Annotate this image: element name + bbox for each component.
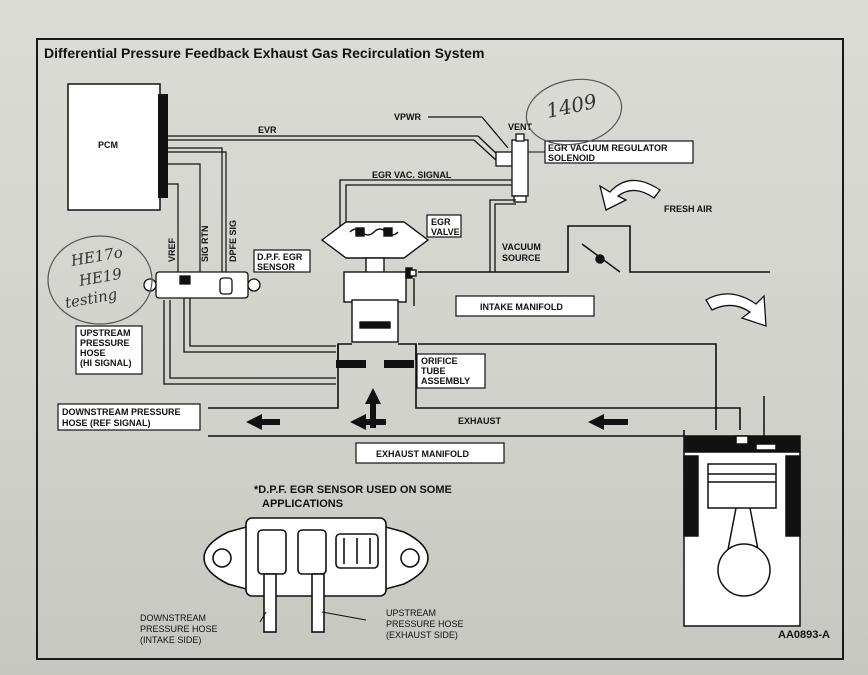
vacuum-source-hose <box>489 199 516 272</box>
exhaust-flow-arrows <box>246 388 628 430</box>
solenoid-label-line2: SOLENOID <box>548 153 596 163</box>
upstream-hose-label-line3: HOSE <box>80 348 106 358</box>
vacuum-source-label-line1: VACUUM <box>502 242 541 252</box>
intake-manifold-label-box <box>455 295 595 317</box>
dpf-sensor-label-line1: D.P.F. EGR <box>257 252 303 262</box>
orifice-label-box <box>416 353 486 389</box>
handwritten-note-line3: testing <box>64 285 119 312</box>
sensor-wires <box>168 147 227 272</box>
vent-label: VENT <box>508 122 533 132</box>
us-exhaust-label-line1: UPSTREAM <box>386 608 436 618</box>
fresh-air-label: FRESH AIR <box>664 204 713 214</box>
figure-code: AA0893-A <box>778 629 830 641</box>
handwritten-circle-top <box>525 78 623 146</box>
ds-intake-label-line1: DOWNSTREAM <box>140 613 206 623</box>
downstream-hose-label-box <box>57 403 201 431</box>
evr-wire <box>168 135 501 162</box>
vpwr-label: VPWR <box>394 112 422 122</box>
throttle-plate <box>581 243 621 273</box>
engine-cylinder <box>683 396 801 627</box>
downstream-hose-label-line2: HOSE (REF SIGNAL) <box>62 418 151 428</box>
vpwr-wire <box>428 116 509 149</box>
handwritten-note-line2: HE19 <box>77 265 124 290</box>
dpfe-sig-label: DPFE SIG <box>228 220 238 262</box>
vref-label: VREF <box>167 237 177 262</box>
upstream-hose-label-box <box>75 325 143 375</box>
egr-vacuum-regulator-solenoid <box>495 133 529 203</box>
pcm-module: PCM <box>67 83 168 211</box>
upstream-hose-label-line1: UPSTREAM <box>80 328 131 338</box>
intake-manifold-duct <box>418 225 770 430</box>
orifice-label-line3: ASSEMBLY <box>421 376 470 386</box>
downstream-hose-label-line1: DOWNSTREAM PRESSURE <box>62 407 181 417</box>
intake-airflow-arrow <box>705 293 767 327</box>
us-exhaust-label-line3: (EXHAUST SIDE) <box>386 630 458 640</box>
vacuum-source-label-line2: SOURCE <box>502 253 541 263</box>
solenoid-label-line1: EGR VACUUM REGULATOR <box>548 143 668 153</box>
ds-intake-label-line2: PRESSURE HOSE <box>140 624 218 634</box>
sensor-note-line1: *D.P.F. EGR SENSOR USED ON SOME <box>254 484 452 496</box>
exhaust-manifold-label-box <box>355 442 505 464</box>
page-title: Differential Pressure Feedback Exhaust G… <box>44 45 484 61</box>
egr-valve-label-line1: EGR <box>431 217 451 227</box>
ds-intake-label-line3: (INTAKE SIDE) <box>140 635 201 645</box>
fresh-air-arrow <box>598 179 661 211</box>
orifice-label-line1: ORIFICE <box>421 356 458 366</box>
handwritten-circle-left <box>47 235 153 325</box>
upstream-hose-label-line4: (HI SIGNAL) <box>80 358 132 368</box>
sensor-note-line2: APPLICATIONS <box>262 498 343 510</box>
upstream-pressure-hose <box>183 296 336 353</box>
sensor-detail-leaders <box>259 611 367 623</box>
dpf-sensor-label-box <box>253 249 311 273</box>
evr-label: EVR <box>258 125 277 135</box>
egr-vac-signal-hose <box>339 179 512 226</box>
pcm-label: PCM <box>98 140 118 150</box>
egr-vac-signal-label: EGR VAC. SIGNAL <box>372 170 452 180</box>
exhaust-label: EXHAUST <box>458 416 502 426</box>
intake-manifold-label: INTAKE MANIFOLD <box>480 302 563 312</box>
diagram-frame <box>36 38 844 660</box>
orifice-label-line2: TUBE <box>421 366 446 376</box>
dpf-sensor-label-line2: SENSOR <box>257 262 296 272</box>
egr-valve-label-line2: VALVE <box>431 227 460 237</box>
dpf-sensor-detail <box>203 517 429 633</box>
downstream-pressure-hose <box>163 300 336 385</box>
upstream-hose-label-line2: PRESSURE <box>80 338 130 348</box>
egr-valve-label-box <box>426 214 462 238</box>
dpf-egr-sensor <box>143 271 261 299</box>
exhaust-manifold-label: EXHAUST MANIFOLD <box>376 449 469 459</box>
egr-valve <box>320 221 430 343</box>
handwritten-number: 1409 <box>544 89 599 123</box>
sig-rtn-label: SIG RTN <box>200 225 210 262</box>
us-exhaust-label-line2: PRESSURE HOSE <box>386 619 464 629</box>
